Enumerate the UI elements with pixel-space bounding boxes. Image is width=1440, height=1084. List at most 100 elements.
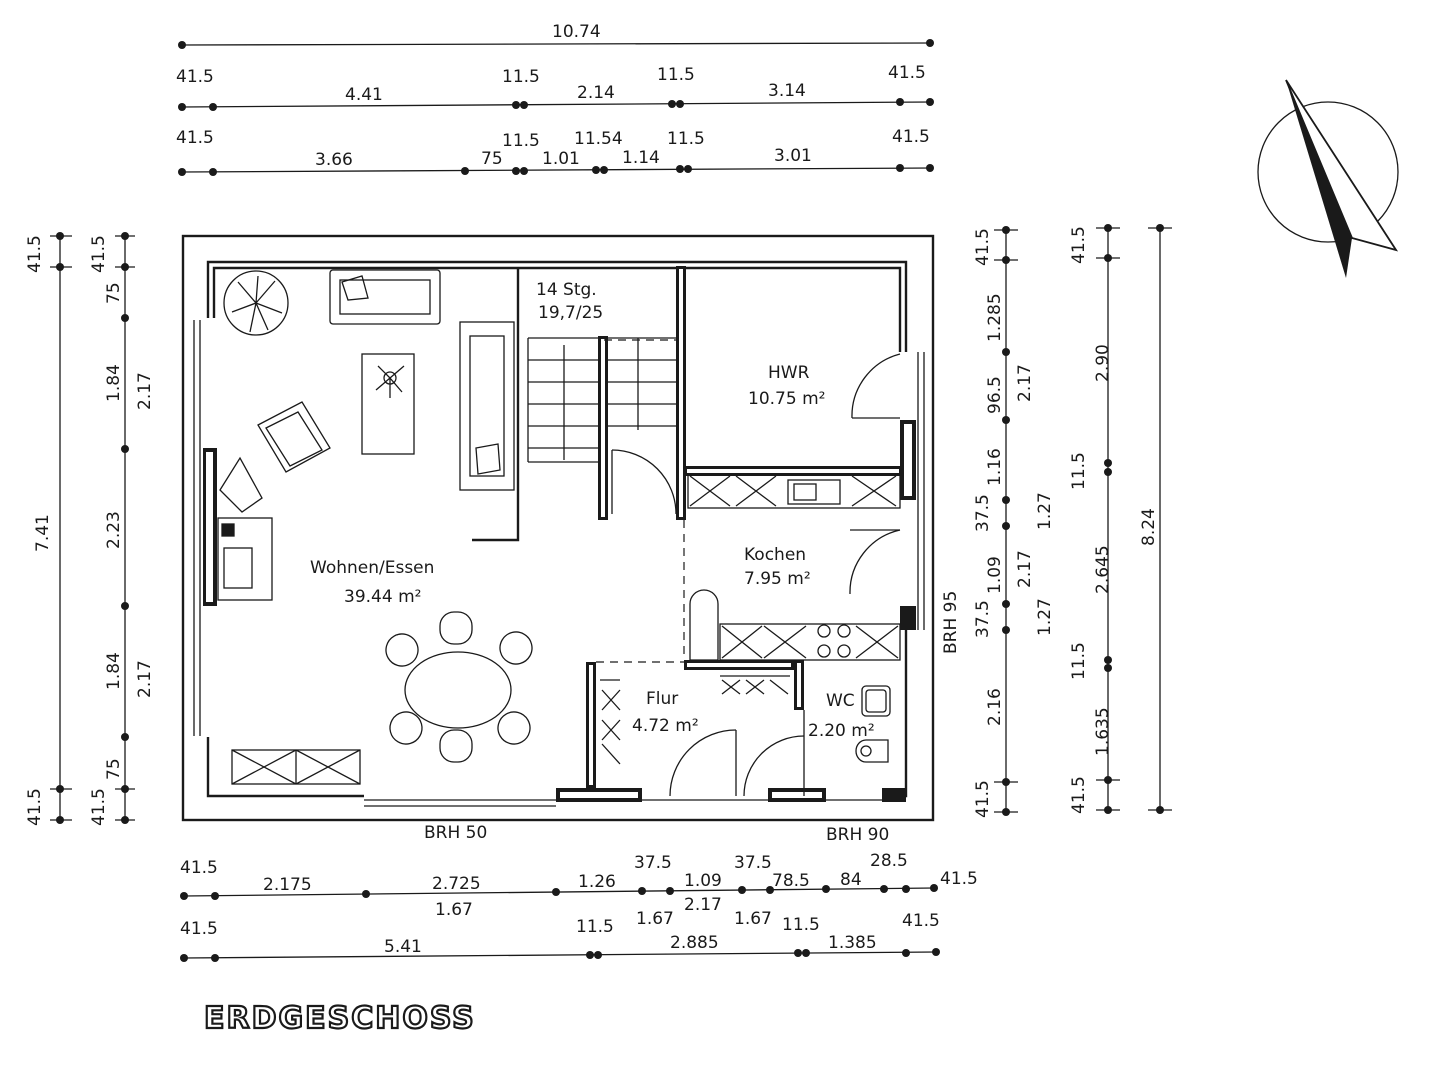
dim-r1-b: 1.285 — [985, 293, 1005, 342]
dim-r1-c: 96.5 — [985, 376, 1005, 414]
dim-r1-d: 1.16 — [985, 448, 1005, 486]
dim-b2-c: 11.5 — [782, 915, 820, 935]
dim-top2-b: 11.5 — [502, 67, 540, 87]
room-flur-area: 4.72 m² — [632, 716, 699, 736]
dim-b1-d: 28.5 — [870, 851, 908, 871]
dim-b1-167b: 1.67 — [636, 909, 674, 929]
room-kochen-area: 7.95 m² — [744, 569, 811, 589]
dim-b1-109: 1.09 — [684, 871, 722, 891]
dim-top2-d: 41.5 — [888, 63, 926, 83]
dim-r1-i: 41.5 — [973, 780, 993, 818]
room-hwr-area: 10.75 m² — [748, 389, 825, 409]
building-walls — [181, 234, 935, 822]
dim-top3-e: 41.5 — [892, 127, 930, 147]
dim-top2-314: 3.14 — [768, 81, 806, 101]
dim-r2-d: 2.645 — [1093, 545, 1113, 594]
left-dimensions: 41.5 7.41 41.5 41.5 75 1.84 2.23 1.84 75… — [25, 232, 155, 826]
dim-top2-a: 41.5 — [176, 67, 214, 87]
dim-left-inner-184a: 1.84 — [104, 364, 124, 402]
dim-r2-c: 11.5 — [1069, 452, 1089, 490]
north-arrow-icon — [1257, 79, 1399, 278]
dim-r1-217a: 2.17 — [1015, 364, 1035, 402]
room-wc-name: WC — [826, 691, 855, 711]
room-wohnen-name: Wohnen/Essen — [310, 558, 434, 578]
room-flur-name: Flur — [646, 689, 678, 709]
stairs-ratio: 19,7/25 — [538, 303, 603, 323]
dim-top3-366: 3.66 — [315, 150, 353, 170]
dim-b1-b: 37.5 — [634, 853, 672, 873]
stairs-steps: 14 Stg. — [536, 280, 597, 300]
brh-south-left: BRH 50 — [424, 823, 487, 843]
dim-top3-101: 1.01 — [542, 149, 580, 169]
dim-r2-b: 2.90 — [1093, 344, 1113, 382]
dim-r2-f: 1.635 — [1093, 707, 1113, 756]
parapet-labels: BRH 50 BRH 90 BRH 95 — [424, 591, 961, 845]
dim-b1-167a: 1.67 — [435, 900, 473, 920]
dim-top3-a: 41.5 — [176, 128, 214, 148]
dim-r2-e: 11.5 — [1069, 642, 1089, 680]
brh-east: BRH 95 — [941, 591, 961, 654]
dim-b2-d: 41.5 — [902, 911, 940, 931]
dim-r2-a: 41.5 — [1069, 226, 1089, 264]
dim-top3-114: 1.14 — [622, 148, 660, 168]
dim-b1-126: 1.26 — [578, 872, 616, 892]
dim-r1-e: 37.5 — [973, 494, 993, 532]
dim-left-217a: 2.17 — [135, 372, 155, 410]
dim-r2-g: 41.5 — [1069, 776, 1089, 814]
right-dimensions-1: 41.5 1.285 96.5 1.16 37.5 1.09 37.5 2.16… — [973, 226, 1055, 818]
room-labels: Wohnen/Essen 39.44 m² HWR 10.75 m² Koche… — [310, 363, 875, 741]
dim-b2-1385: 1.385 — [828, 933, 877, 953]
dim-b1-167c: 1.67 — [734, 909, 772, 929]
dim-r1-127b: 1.27 — [1035, 598, 1055, 636]
dim-r1-f: 1.09 — [985, 556, 1005, 594]
staircase: 14 Stg. 19,7/25 — [527, 280, 676, 463]
dim-b1-84: 84 — [840, 870, 862, 890]
dim-left-outer-top: 41.5 — [25, 235, 45, 273]
dim-r1-g: 37.5 — [973, 600, 993, 638]
top-dimensions: 10.74 41.5 11.5 11.5 41.5 4.41 2.14 3.14… — [176, 22, 934, 176]
dim-b2-a: 41.5 — [180, 919, 218, 939]
dim-b2-b: 11.5 — [576, 917, 614, 937]
dim-b1-a: 41.5 — [180, 858, 218, 878]
dim-left-inner-b: 41.5 — [89, 788, 109, 826]
dim-r1-a: 41.5 — [973, 228, 993, 266]
bottom-dimensions: 41.5 37.5 37.5 28.5 41.5 2.175 2.725 1.2… — [180, 851, 978, 962]
dim-left-outer-bottom: 41.5 — [25, 788, 45, 826]
dim-b2-2885: 2.885 — [670, 933, 719, 953]
dim-top3-75: 75 — [481, 149, 503, 169]
dim-left-inner-75: 75 — [104, 282, 124, 304]
dim-left-741: 7.41 — [33, 514, 53, 552]
dim-top3-d: 11.5 — [667, 129, 705, 149]
doors — [611, 353, 901, 797]
dim-left-217b: 2.17 — [135, 660, 155, 698]
brh-south-right: BRH 90 — [826, 825, 889, 845]
dim-b2-541: 5.41 — [384, 937, 422, 957]
dim-top3-301: 3.01 — [774, 146, 812, 166]
room-hwr-name: HWR — [768, 363, 810, 383]
dim-top2-214: 2.14 — [577, 83, 615, 103]
dim-r1-217b: 2.17 — [1015, 550, 1035, 588]
dim-left-inner-a: 41.5 — [89, 235, 109, 273]
dim-top3-c: 11.54 — [574, 129, 623, 149]
dim-r1-h: 2.16 — [985, 688, 1005, 726]
room-wc-area: 2.20 m² — [808, 721, 875, 741]
dim-b1-2725: 2.725 — [432, 874, 481, 894]
dim-left-inner-223: 2.23 — [104, 511, 124, 549]
right-dimensions-2: 41.5 2.90 11.5 2.645 11.5 1.635 41.5 8.2… — [1069, 224, 1172, 814]
dim-top3-b: 11.5 — [502, 131, 540, 151]
dim-top-total: 10.74 — [552, 22, 601, 42]
dim-b1-785: 78.5 — [772, 871, 810, 891]
plant-icon — [223, 270, 289, 336]
furniture — [217, 269, 901, 785]
dim-b1-2175: 2.175 — [263, 875, 312, 895]
room-wohnen-area: 39.44 m² — [344, 587, 421, 607]
room-kochen-name: Kochen — [744, 545, 806, 565]
dim-b1-e: 41.5 — [940, 869, 978, 889]
dim-top2-441: 4.41 — [345, 85, 383, 105]
dim-b1-217: 2.17 — [684, 895, 722, 915]
flower-icon — [375, 365, 405, 398]
dim-top2-c: 11.5 — [657, 65, 695, 85]
plan-title: ERDGESCHOSS — [204, 1001, 476, 1036]
dim-b1-c: 37.5 — [734, 853, 772, 873]
